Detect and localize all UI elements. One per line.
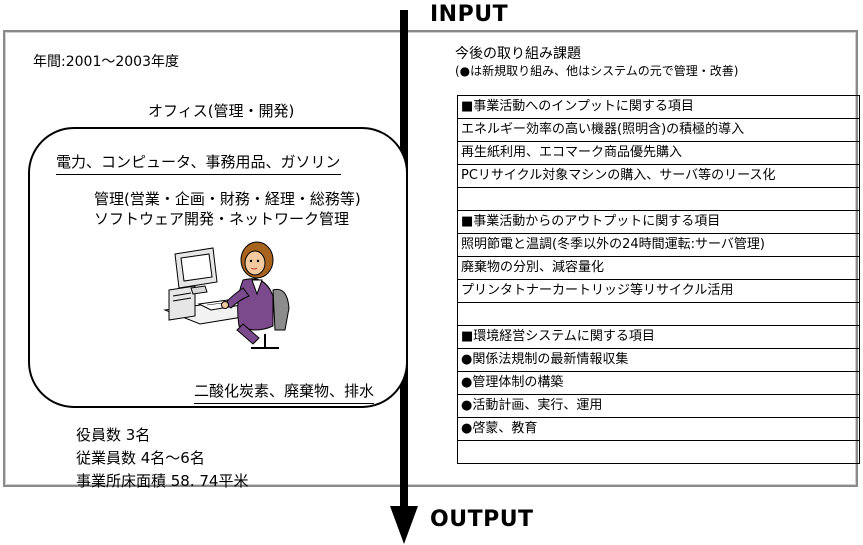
list-item [458,188,859,211]
list-item [458,303,859,326]
functions-line-2: ソフトウェア開発・ネットワーク管理 [94,210,350,228]
list-item: ■事業活動からのアウトプットに関する項目 [458,211,859,234]
list-item: 再生紙利用、エコマーク商品優先購入 [458,142,859,165]
list-item: ●関係法規制の最新情報収集 [458,349,859,372]
list-item: 廃棄物の分別、減容量化 [458,257,859,280]
stat-floor-area: 事業所床面積 58. 74平米 [76,472,249,490]
office-box [28,127,408,408]
tasks-title: 今後の取り組み課題 [455,46,581,62]
office-worker-illustration [155,238,305,353]
output-label: OUTPUT [430,507,534,532]
list-item: 照明節電と温調(冬季以外の24時間運転:サーバ管理) [458,234,859,257]
list-item: プリンタトナーカートリッジ等リサイクル活用 [458,280,859,303]
tasks-subtitle: (●は新規取り組み、他はシステムの元で管理・改善) [455,64,739,78]
list-item: ■事業活動へのインプットに関する項目 [458,96,859,119]
period-label: 年間:2001～2003年度 [33,54,179,70]
list-item: ●活動計画、実行、運用 [458,395,859,418]
list-item [458,441,859,464]
functions-line-1: 管理(営業・企画・財務・経理・総務等) [94,190,361,208]
list-item: ●管理体制の構築 [458,372,859,395]
input-label: INPUT [430,2,509,27]
stat-officers: 役員数 3名 [76,426,151,444]
input-resources: 電力、コンピュータ、事務用品、ガソリン [56,151,341,175]
list-item: エネルギー効率の高い機器(照明含)の積極的導入 [458,119,859,142]
output-emissions: 二酸化炭素、廃棄物、排水 [194,380,375,404]
stat-employees: 従業員数 4名～6名 [76,449,205,467]
list-item: ●啓蒙、教育 [458,418,859,441]
list-item: ■環境経営システムに関する項目 [458,326,859,349]
tasks-list: ■事業活動へのインプットに関する項目 エネルギー効率の高い機器(照明含)の積極的… [457,95,860,464]
list-item: PCリサイクル対象マシンの購入、サーバ等のリース化 [458,165,859,188]
flow-arrow-head [390,506,418,544]
office-caption: オフィス(管理・開発) [148,102,295,120]
